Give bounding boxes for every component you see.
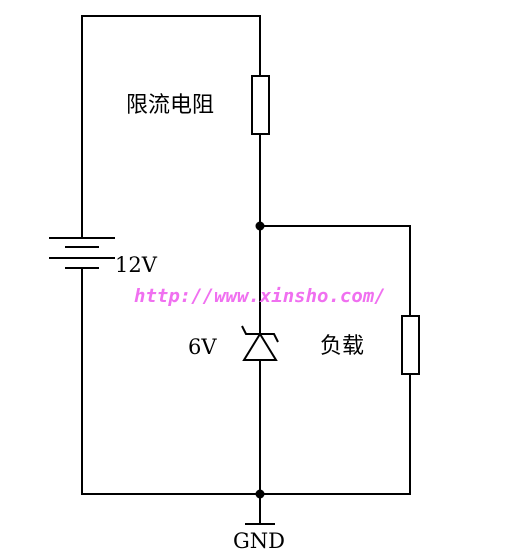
- battery-voltage-label: 12V: [115, 253, 158, 277]
- zener-voltage-label: 6V: [188, 335, 217, 359]
- current-limiting-resistor: [251, 75, 270, 135]
- battery-symbol: [49, 237, 115, 269]
- ground-label: GND: [233, 529, 285, 553]
- load-resistor: [401, 315, 420, 375]
- wire-load-top: [259, 225, 411, 317]
- junction-top: [255, 221, 265, 231]
- watermark-url: http://www.xinsho.com/: [134, 285, 386, 307]
- load-label: 负载: [320, 334, 364, 359]
- resistor-label: 限流电阻: [126, 93, 214, 118]
- junction-bottom: [255, 489, 265, 499]
